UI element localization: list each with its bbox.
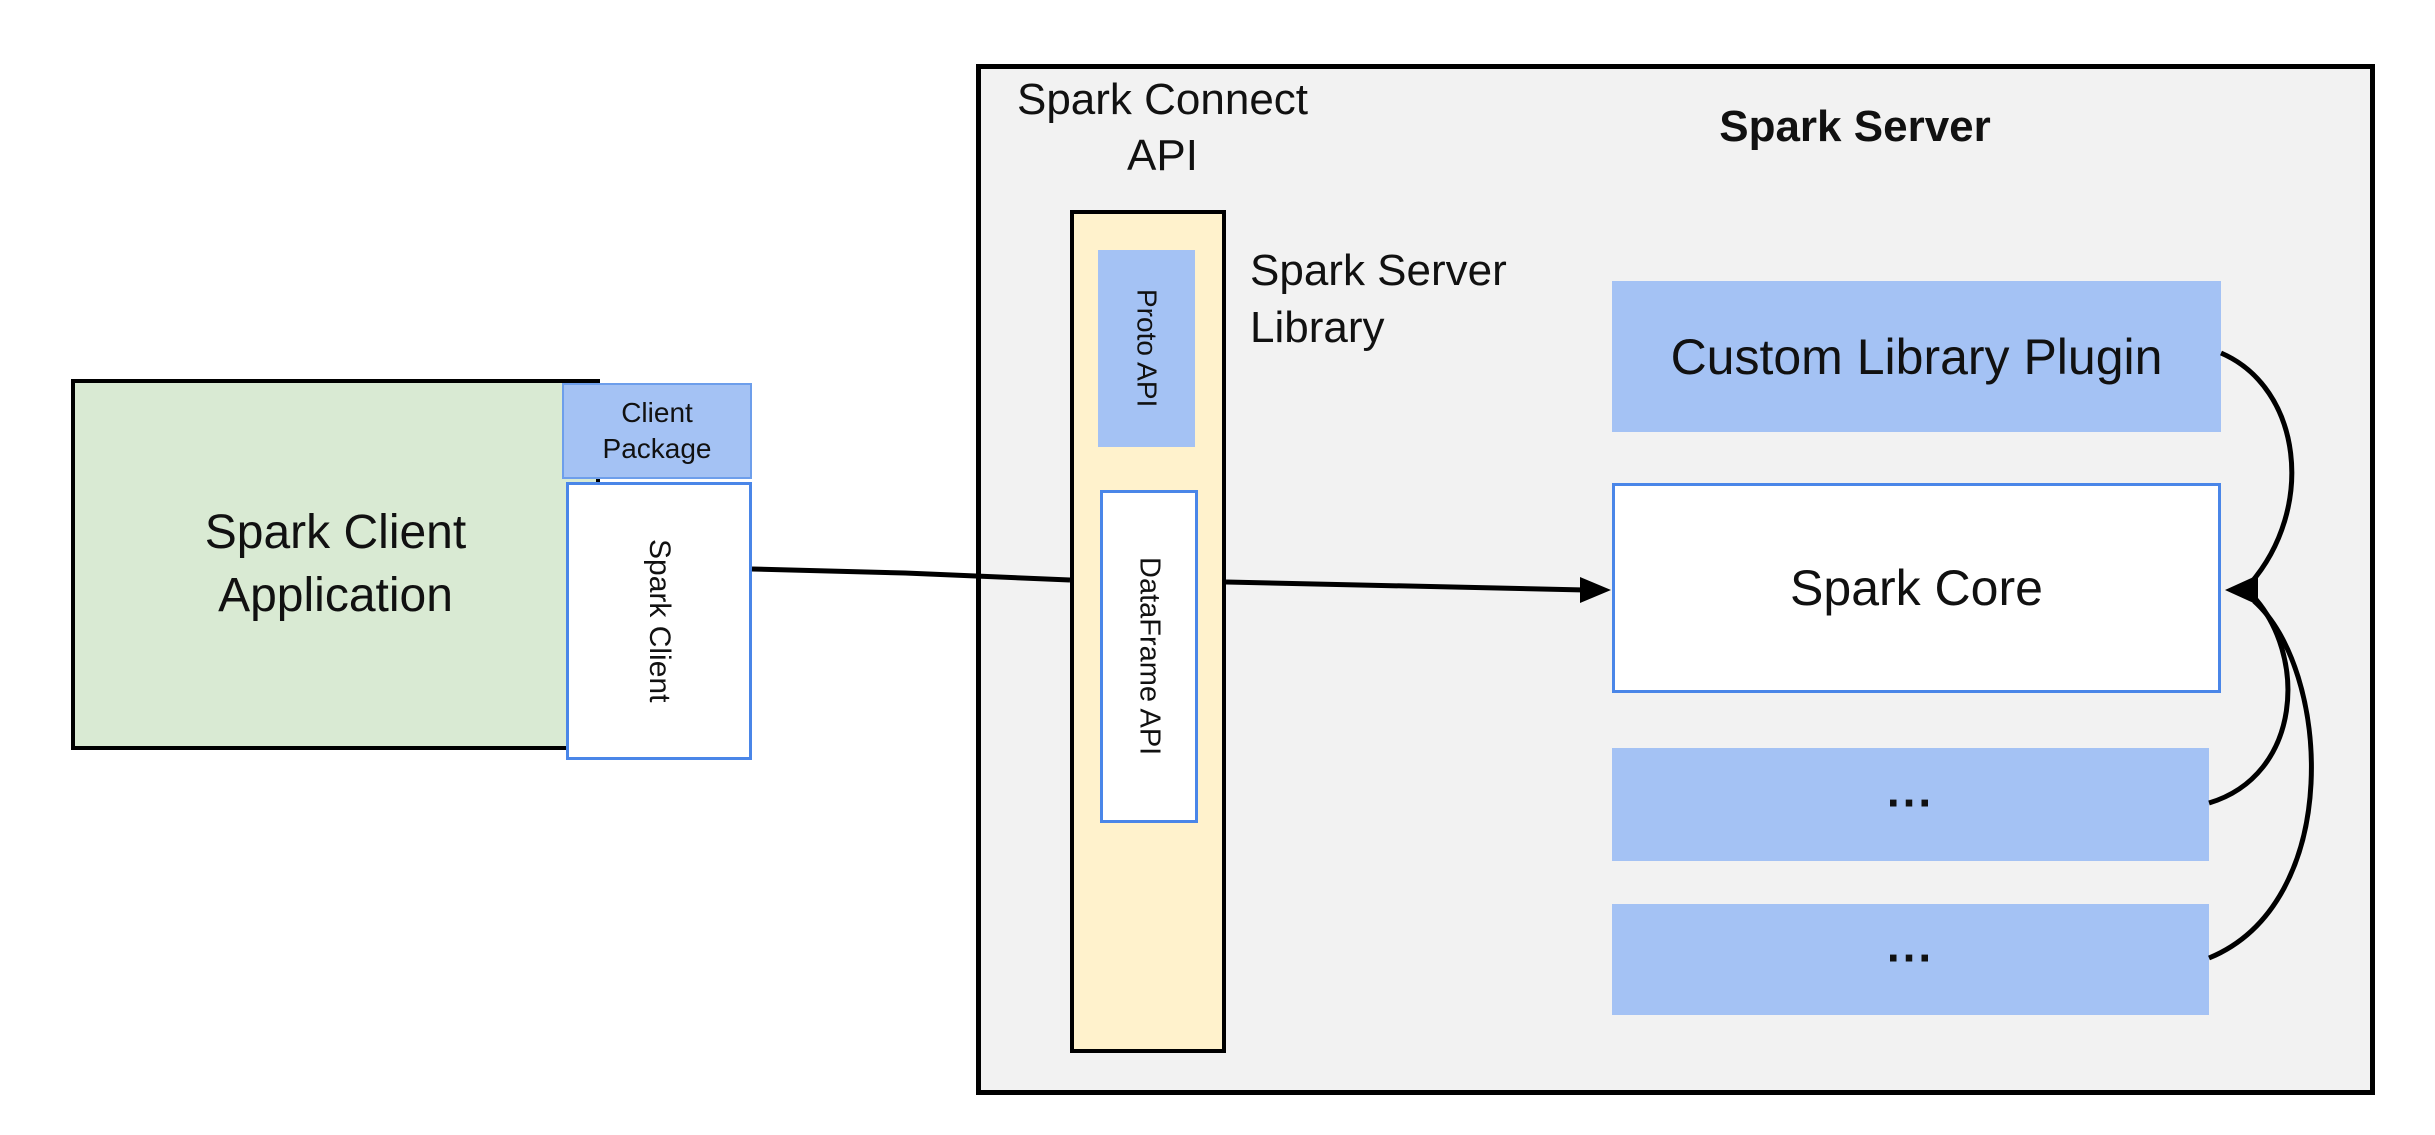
spark-server-title: Spark Server [1719,102,1991,151]
spark-server-library-label-line1: Spark Server [1250,246,1507,295]
client-package-box: Client Package [562,383,752,479]
server-plugin-placeholder-box-1: ... [1612,748,2209,861]
client-package-label-line1: Client [621,396,693,428]
spark-connect-api-label-line2: API [1127,130,1198,180]
spark-client-label: Spark Client [643,539,676,703]
proto-api-label: Proto API [1131,289,1163,408]
spark-server-library-label: Spark Server Library [1250,242,1580,356]
dataframe-api-box: DataFrame API [1100,490,1198,823]
ellipsis-label-2: ... [1886,918,1935,971]
spark-client-application-box: Spark Client Application [71,379,600,750]
spark-server-library-label-line2: Library [1250,303,1385,353]
custom-library-plugin-label: Custom Library Plugin [1670,328,2163,385]
spark-client-application-label: Spark Client Application [205,502,466,627]
spark-client-application-label-line1: Spark Client [204,506,467,560]
spark-client-application-label-line2: Application [218,568,453,622]
spark-connect-api-label: Spark Connect API [985,72,1340,184]
spark-core-box: Spark Core [1612,483,2221,693]
server-plugin-placeholder-box-2: ... [1612,904,2209,1015]
proto-api-box: Proto API [1098,250,1195,447]
spark-client-box: Spark Client [566,482,752,760]
client-package-label-line2: Package [602,433,712,464]
dataframe-api-label: DataFrame API [1133,557,1166,756]
spark-connect-api-label-line1: Spark Connect [1016,75,1309,124]
custom-library-plugin-box: Custom Library Plugin [1612,281,2221,432]
ellipsis-label-1: ... [1886,763,1935,816]
spark-core-label: Spark Core [1790,560,2043,616]
